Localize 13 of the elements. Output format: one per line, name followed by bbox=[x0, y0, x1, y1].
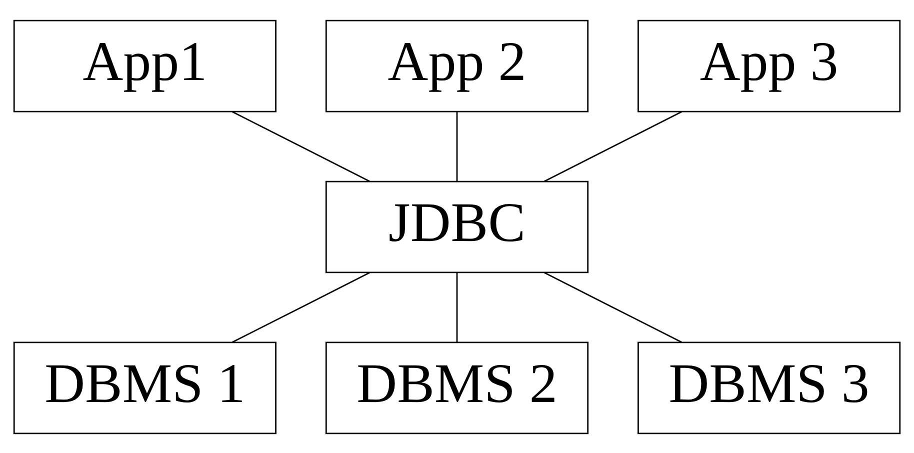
connector bbox=[232, 110, 370, 182]
node-box: JDBC bbox=[325, 180, 589, 273]
node-box: App1 bbox=[13, 19, 276, 112]
connector bbox=[544, 272, 682, 342]
connector bbox=[232, 272, 370, 342]
node-box: DBMS 2 bbox=[325, 341, 589, 434]
connector bbox=[456, 272, 458, 342]
connector bbox=[456, 111, 458, 181]
node-box: DBMS 3 bbox=[638, 341, 901, 434]
node-box: App 2 bbox=[325, 19, 589, 112]
connector bbox=[544, 110, 682, 182]
node-box: App 3 bbox=[638, 19, 901, 112]
node-box: DBMS 1 bbox=[13, 341, 276, 434]
